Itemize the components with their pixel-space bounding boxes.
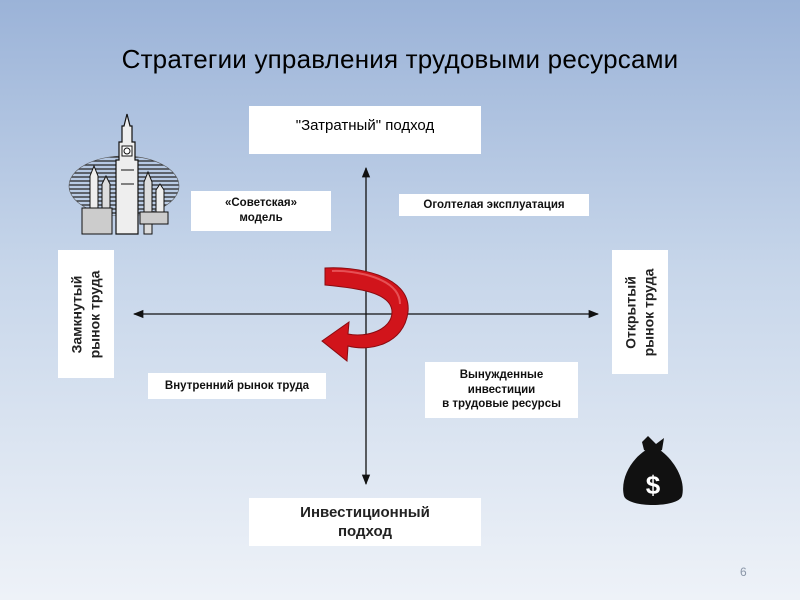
quadrant-top-right-exploitation: Оголтелая эксплуатация [399,194,589,216]
quadrant-bottom-right-line2: инвестиции [467,383,536,396]
curved-arrow-icon [321,267,409,362]
slide-title: Стратегии управления трудовыми ресурсами [121,44,679,74]
pole-right-label-line1: Открытый [622,275,639,349]
money-bag-icon: $ [623,436,683,505]
pole-top-cost-approach: "Затратный" подход [249,106,481,154]
quadrant-top-left-soviet-model: «Советская» модель [191,191,331,231]
quadrant-bottom-right-line3: в трудовые ресурсы [442,398,561,411]
quadrant-top-right-label: Оголтелая эксплуатация [423,198,565,211]
pole-top-label: "Затратный" подход [295,117,435,134]
pole-right-label-line2: рынок труда [640,268,656,356]
quadrant-top-left-line2: модель [239,212,283,224]
pole-left-label-line1: Замкнутый [68,275,85,353]
quadrant-bottom-right-forced-investment: Вынужденные инвестиции в трудовые ресурс… [425,362,578,418]
pole-left-label-line2: рынок труда [86,270,102,358]
dollar-sign: $ [646,470,661,500]
pole-bottom-label-line2: подход [337,523,392,540]
pole-right-open-market: Открытый рынок труда [612,250,668,374]
pole-left-closed-market: Замкнутый рынок труда [58,250,114,378]
pole-bottom-investment-approach: Инвестиционный подход [249,498,481,546]
pole-bottom-label-line1: Инвестиционный [300,503,430,521]
quadrant-top-left-line1: «Советская» [224,197,298,210]
page-number: 6 [740,565,747,579]
quadrant-bottom-left-internal-market: Внутренний рынок труда [148,373,326,399]
kremlin-tower-icon [68,113,180,235]
quadrant-bottom-right-line1: Вынужденные [459,368,544,381]
quadrant-bottom-left-label: Внутренний рынок труда [164,379,310,392]
